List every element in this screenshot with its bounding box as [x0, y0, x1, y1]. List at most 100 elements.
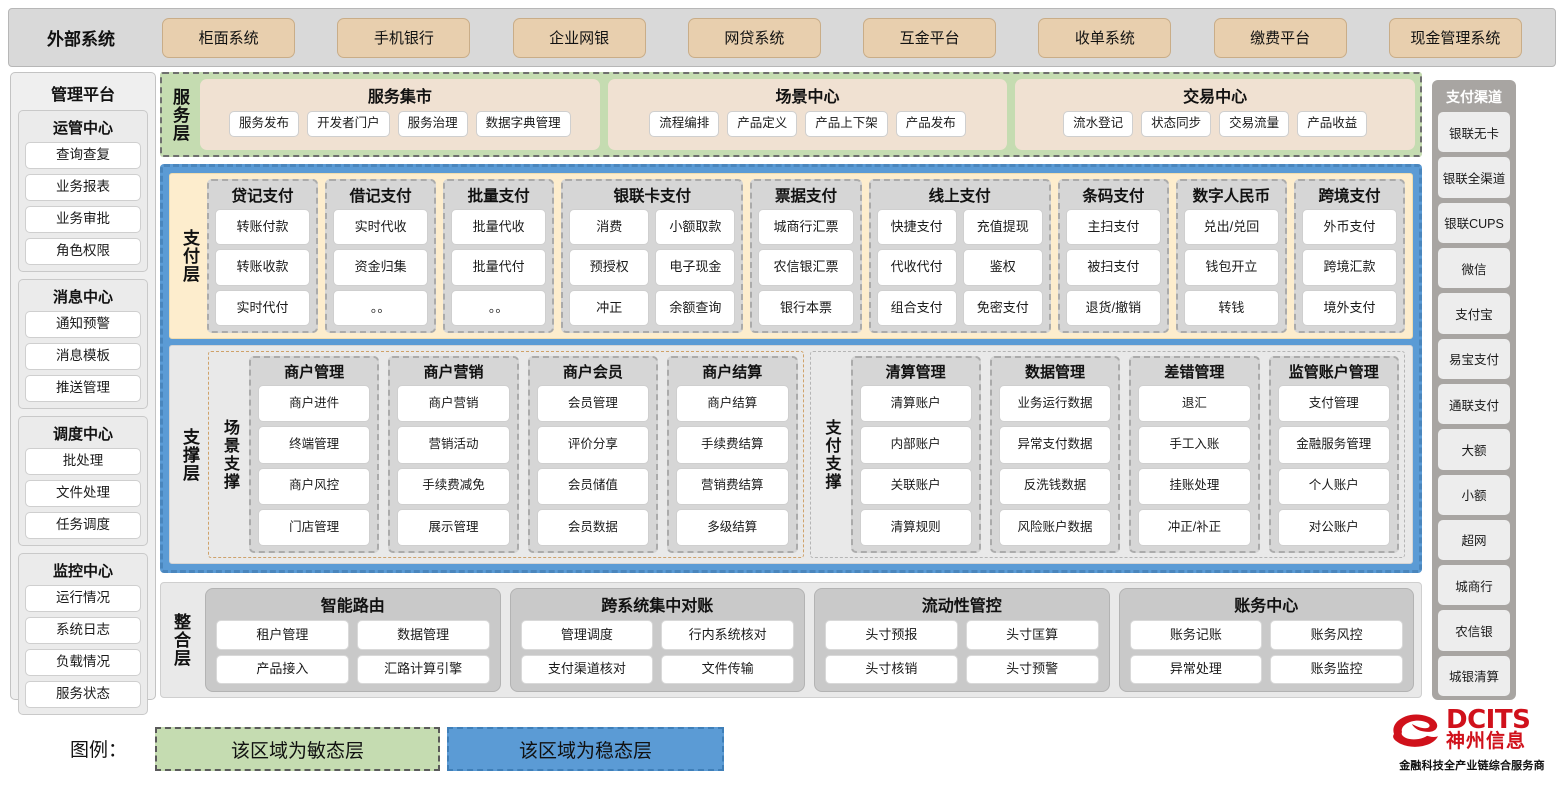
- support-item[interactable]: 内部账户: [859, 426, 972, 464]
- payment-item[interactable]: 电子现金: [655, 249, 736, 286]
- support-item[interactable]: 对公账户: [1277, 508, 1390, 546]
- support-item[interactable]: 营销费结算: [676, 467, 789, 505]
- payment-channel-item[interactable]: 通联支付: [1438, 383, 1510, 425]
- payment-channel-item[interactable]: 银联无卡: [1438, 112, 1510, 153]
- support-item[interactable]: 关联账户: [859, 467, 972, 505]
- external-system-item[interactable]: 收单系统: [1038, 17, 1172, 58]
- support-item[interactable]: 清算规则: [859, 508, 972, 546]
- integration-item[interactable]: 账务监控: [1270, 654, 1403, 684]
- integration-item[interactable]: 产品接入: [216, 654, 349, 684]
- integration-item[interactable]: 账务记账: [1129, 620, 1263, 650]
- support-item[interactable]: 支付管理: [1277, 385, 1390, 423]
- support-item[interactable]: 商户进件: [258, 385, 371, 423]
- service-item[interactable]: 状态同步: [1141, 111, 1212, 137]
- support-item[interactable]: 商户营销: [397, 385, 510, 423]
- management-item[interactable]: 文件处理: [25, 480, 141, 507]
- payment-item[interactable]: 代收代付: [876, 249, 957, 286]
- payment-item[interactable]: 转钱: [1183, 289, 1279, 326]
- payment-item[interactable]: 小额取款: [655, 209, 736, 246]
- payment-item[interactable]: 资金归集: [333, 249, 429, 286]
- integration-item[interactable]: 头寸预报: [825, 620, 958, 650]
- payment-channel-item[interactable]: 银联全渠道: [1438, 157, 1510, 198]
- payment-channel-item[interactable]: 超网: [1438, 519, 1510, 561]
- payment-item[interactable]: 兑出/兑回: [1183, 209, 1279, 246]
- integration-item[interactable]: 租户管理: [216, 620, 349, 650]
- payment-item[interactable]: 农信银汇票: [758, 249, 854, 286]
- service-item[interactable]: 数据字典管理: [475, 111, 571, 137]
- support-item[interactable]: 营销活动: [397, 426, 510, 464]
- payment-channel-item[interactable]: 城银清算: [1438, 655, 1510, 697]
- support-item[interactable]: 挂账处理: [1138, 467, 1251, 505]
- integration-item[interactable]: 头寸匡算: [965, 620, 1099, 650]
- integration-item[interactable]: 行内系统核对: [661, 620, 794, 650]
- support-item[interactable]: 风险账户数据: [998, 508, 1112, 546]
- service-item[interactable]: 服务发布: [229, 111, 300, 137]
- payment-item[interactable]: 转账收款: [215, 249, 311, 286]
- management-item[interactable]: 服务状态: [25, 681, 141, 708]
- payment-item[interactable]: 批量代付: [451, 249, 547, 286]
- support-item[interactable]: 手续费减免: [397, 467, 510, 505]
- service-item[interactable]: 产品上下架: [805, 111, 888, 137]
- management-item[interactable]: 业务审批: [25, 206, 141, 233]
- management-item[interactable]: 任务调度: [25, 512, 141, 539]
- payment-item[interactable]: 组合支付: [876, 289, 957, 326]
- support-item[interactable]: 展示管理: [397, 508, 510, 546]
- external-system-item[interactable]: 现金管理系统: [1388, 17, 1522, 58]
- support-item[interactable]: 退汇: [1138, 385, 1251, 423]
- payment-item[interactable]: 充值提现: [962, 209, 1043, 246]
- support-item[interactable]: 会员储值: [536, 467, 650, 505]
- management-item[interactable]: 消息模板: [25, 343, 141, 370]
- service-item[interactable]: 流程编排: [649, 111, 720, 137]
- service-item[interactable]: 产品定义: [727, 111, 798, 137]
- support-item[interactable]: 商户结算: [676, 385, 789, 423]
- service-item[interactable]: 流水登记: [1063, 111, 1134, 137]
- management-item[interactable]: 通知预警: [25, 311, 141, 338]
- support-item[interactable]: 手工入账: [1138, 426, 1251, 464]
- support-item[interactable]: 金融服务管理: [1277, 426, 1390, 464]
- payment-item[interactable]: 银行本票: [758, 289, 854, 326]
- integration-item[interactable]: 汇路计算引擎: [356, 654, 490, 684]
- management-item[interactable]: 运行情况: [25, 585, 141, 612]
- payment-item[interactable]: 冲正: [569, 289, 650, 326]
- management-item[interactable]: 查询查复: [25, 142, 141, 169]
- support-item[interactable]: 会员数据: [536, 508, 650, 546]
- management-item[interactable]: 系统日志: [25, 617, 141, 644]
- payment-item[interactable]: 。。: [451, 289, 547, 326]
- support-item[interactable]: 清算账户: [859, 385, 972, 423]
- management-item[interactable]: 推送管理: [25, 375, 141, 402]
- support-item[interactable]: 反洗钱数据: [998, 467, 1112, 505]
- payment-item[interactable]: 余额查询: [655, 289, 736, 326]
- management-item[interactable]: 业务报表: [25, 174, 141, 201]
- payment-item[interactable]: 主扫支付: [1065, 209, 1161, 246]
- payment-item[interactable]: 退货/撤销: [1065, 289, 1161, 326]
- support-item[interactable]: 异常支付数据: [998, 426, 1112, 464]
- management-item[interactable]: 批处理: [25, 448, 141, 475]
- payment-item[interactable]: 城商行汇票: [758, 209, 854, 246]
- external-system-item[interactable]: 柜面系统: [162, 17, 296, 58]
- payment-channel-item[interactable]: 农信银: [1438, 610, 1510, 651]
- integration-item[interactable]: 头寸核销: [825, 654, 958, 684]
- integration-item[interactable]: 账务风控: [1270, 620, 1403, 650]
- external-system-item[interactable]: 缴费平台: [1213, 17, 1347, 58]
- support-item[interactable]: 门店管理: [258, 508, 371, 546]
- support-item[interactable]: 终端管理: [258, 426, 371, 464]
- payment-channel-item[interactable]: 城商行: [1438, 565, 1510, 606]
- support-item[interactable]: 多级结算: [676, 508, 789, 546]
- payment-item[interactable]: 快捷支付: [876, 209, 957, 246]
- payment-item[interactable]: 批量代收: [451, 209, 547, 246]
- service-item[interactable]: 交易流量: [1219, 111, 1290, 137]
- support-item[interactable]: 评价分享: [536, 426, 650, 464]
- integration-item[interactable]: 异常处理: [1129, 654, 1263, 684]
- integration-item[interactable]: 头寸预警: [965, 654, 1099, 684]
- payment-item[interactable]: 跨境汇款: [1301, 249, 1397, 286]
- service-item[interactable]: 开发者门户: [307, 111, 390, 137]
- payment-item[interactable]: 实时代付: [215, 289, 311, 326]
- service-item[interactable]: 产品收益: [1297, 111, 1368, 137]
- payment-item[interactable]: 转账付款: [215, 209, 311, 246]
- payment-channel-item[interactable]: 微信: [1438, 247, 1510, 289]
- payment-item[interactable]: 。。: [333, 289, 429, 326]
- support-item[interactable]: 手续费结算: [676, 426, 789, 464]
- payment-channel-item[interactable]: 小额: [1438, 474, 1510, 515]
- payment-item[interactable]: 钱包开立: [1183, 249, 1279, 286]
- external-system-item[interactable]: 网贷系统: [687, 17, 821, 58]
